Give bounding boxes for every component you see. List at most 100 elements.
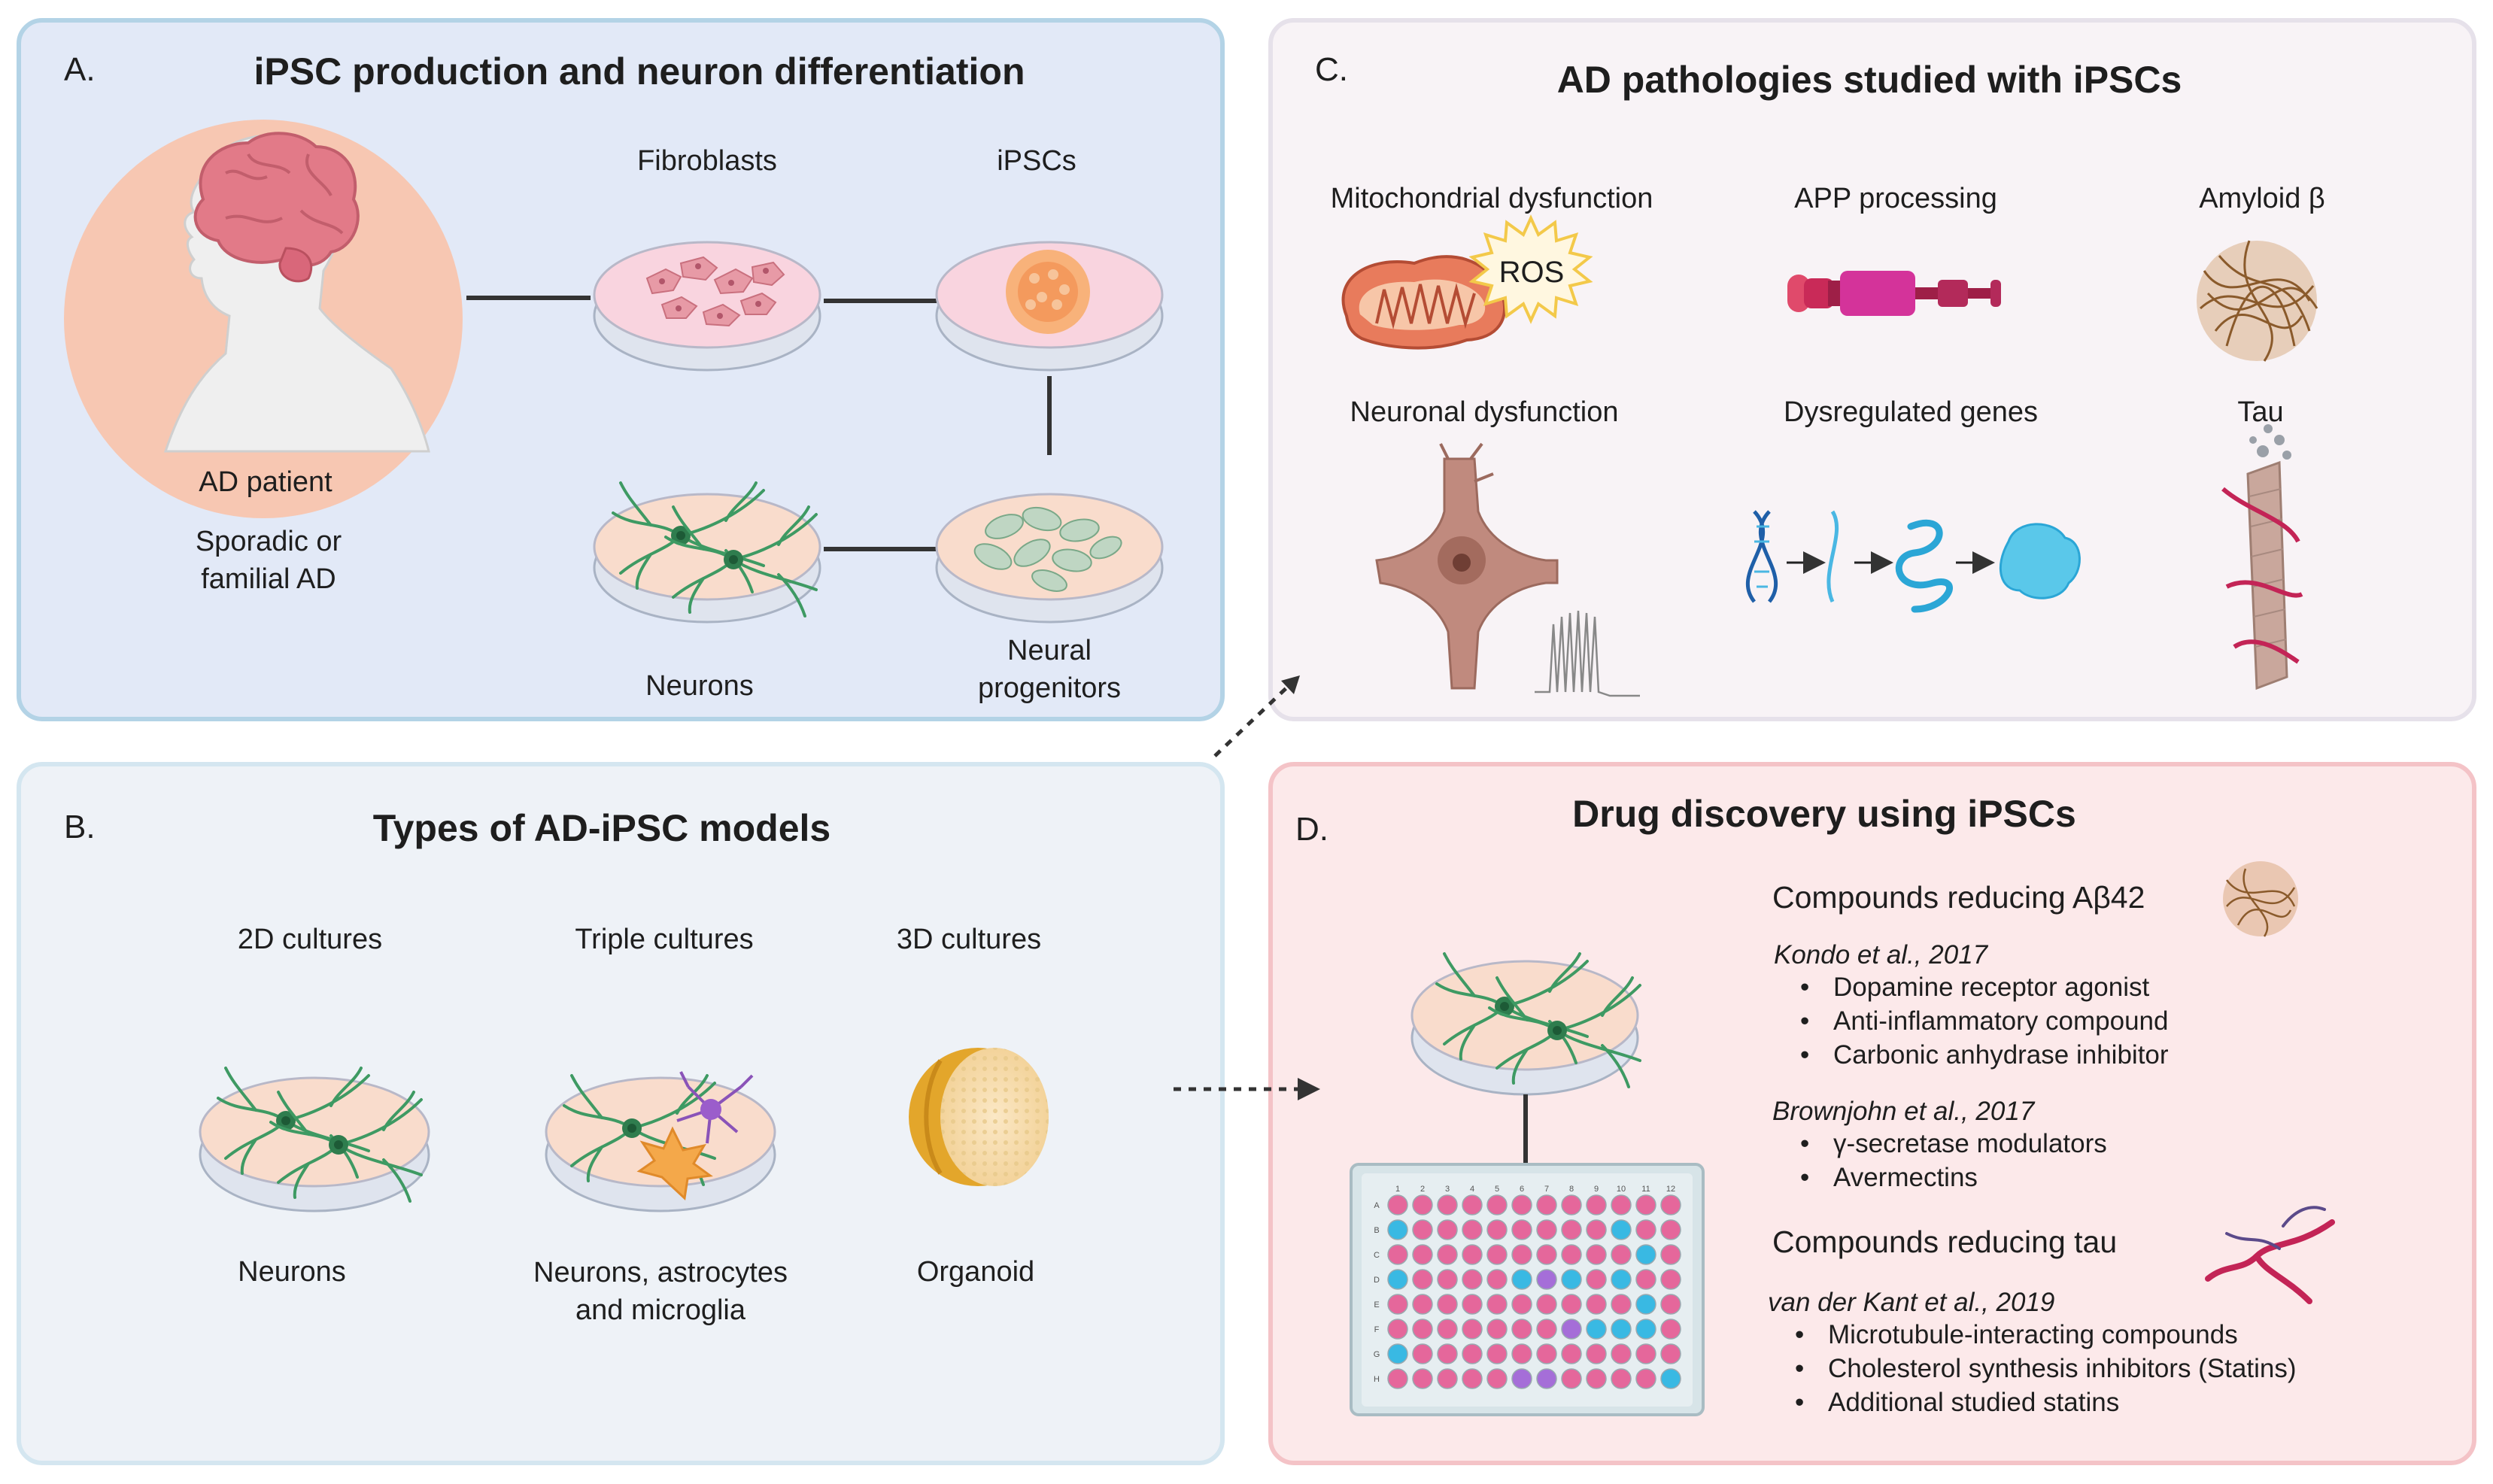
plate-well xyxy=(1635,1219,1656,1240)
panel-a-title: iPSC production and neuron differentiati… xyxy=(254,50,1025,93)
ros-burst-icon xyxy=(1468,214,1593,324)
culture-triple-line-2: and microglia xyxy=(575,1294,745,1326)
plate-well xyxy=(1536,1269,1557,1290)
plate-well xyxy=(1437,1319,1458,1340)
plate-well xyxy=(1486,1343,1508,1364)
plate-well xyxy=(1635,1294,1656,1315)
ref-brownjohn: Brownjohn et al., 2017 xyxy=(1772,1097,2035,1126)
plate-col-label: 10 xyxy=(1617,1185,1626,1194)
plate-well xyxy=(1412,1194,1433,1215)
plate-well xyxy=(1387,1194,1408,1215)
panel-d-title: Drug discovery using iPSCs xyxy=(1572,793,2076,835)
tau-microtubule-icon xyxy=(2221,424,2303,690)
plate-well xyxy=(1611,1219,1632,1240)
panel-a-letter: A. xyxy=(64,51,96,88)
bullet-kondo-3: Carbonic anhydrase inhibitor xyxy=(1800,1040,2169,1070)
plate-well xyxy=(1586,1194,1607,1215)
pathology-tau: Tau xyxy=(2237,396,2284,428)
plate-well xyxy=(1635,1368,1656,1389)
bullet-kant-1: Microtubule-interacting compounds xyxy=(1795,1320,2238,1350)
plate-col-label: 11 xyxy=(1641,1185,1650,1194)
plate-well xyxy=(1561,1194,1582,1215)
bullet-kondo-2: Anti-inflammatory compound xyxy=(1800,1006,2169,1036)
plate-col-label: 6 xyxy=(1520,1185,1524,1194)
plate-well xyxy=(1586,1343,1607,1364)
plate-well xyxy=(1462,1244,1483,1265)
plate-well xyxy=(1387,1368,1408,1389)
plate-well xyxy=(1437,1194,1458,1215)
plate-well xyxy=(1412,1343,1433,1364)
plate-well xyxy=(1536,1194,1557,1215)
pathology-app: APP processing xyxy=(1794,183,1997,214)
plate-well xyxy=(1561,1244,1582,1265)
pathology-neuronal: Neuronal dysfunction xyxy=(1350,396,1619,428)
plate-row-label: A xyxy=(1374,1201,1380,1210)
plate-well xyxy=(1511,1194,1532,1215)
plate-well xyxy=(1412,1294,1433,1315)
culture-triple-line-1: Neurons, astrocytes xyxy=(533,1257,788,1288)
neural-progenitors-line-1: Neural xyxy=(1007,635,1092,666)
plate-well xyxy=(1536,1294,1557,1315)
ipscs-label: iPSCs xyxy=(997,145,1076,177)
dish-drug-screen xyxy=(1410,954,1640,1096)
plate-well xyxy=(1462,1294,1483,1315)
plate-well xyxy=(1511,1294,1532,1315)
plate-well xyxy=(1660,1219,1681,1240)
dish-neural-progenitors xyxy=(935,493,1164,624)
plate-well xyxy=(1536,1368,1557,1389)
plate-well xyxy=(1486,1294,1508,1315)
plate-well xyxy=(1561,1219,1582,1240)
panel-a-connectors xyxy=(466,296,1052,551)
plate-col-label: 4 xyxy=(1470,1185,1474,1194)
plate-col-label: 7 xyxy=(1544,1185,1549,1194)
panel-b-letter: B. xyxy=(64,809,96,845)
plate-row-label: G xyxy=(1374,1350,1380,1359)
plate-well xyxy=(1561,1269,1582,1290)
patient-sub-label: Sporadic or familial AD xyxy=(196,523,342,598)
plate-well xyxy=(1660,1319,1681,1340)
plate-row-label: B xyxy=(1374,1226,1379,1235)
plate-well xyxy=(1412,1269,1433,1290)
plate-well xyxy=(1387,1343,1408,1364)
plate-well xyxy=(1635,1319,1656,1340)
plate-row-label: H xyxy=(1374,1375,1380,1384)
plate-well xyxy=(1412,1319,1433,1340)
plate-well xyxy=(1586,1269,1607,1290)
plate-well xyxy=(1511,1244,1532,1265)
ref-kondo: Kondo et al., 2017 xyxy=(1774,940,1988,970)
mitochondria-icon xyxy=(1341,255,1506,350)
culture-2d-header: 2D cultures xyxy=(237,924,383,955)
amyloid-beta-small-icon xyxy=(2223,861,2298,937)
plate-well xyxy=(1660,1368,1681,1389)
plate-row-label: C xyxy=(1374,1251,1380,1260)
plate-well xyxy=(1486,1269,1508,1290)
plate-well xyxy=(1387,1244,1408,1265)
plate-well xyxy=(1511,1319,1532,1340)
plate-well xyxy=(1611,1294,1632,1315)
neural-progenitors-line-2: progenitors xyxy=(977,672,1122,704)
plate-well xyxy=(1635,1194,1656,1215)
plate-well xyxy=(1486,1219,1508,1240)
plate-well xyxy=(1462,1319,1483,1340)
plate-well xyxy=(1561,1368,1582,1389)
plate-well xyxy=(1611,1244,1632,1265)
pathology-genes: Dysregulated genes xyxy=(1784,396,2038,428)
patient-label: AD patient xyxy=(199,466,333,498)
plate-well xyxy=(1486,1319,1508,1340)
plate-well xyxy=(1660,1194,1681,1215)
app-protein-icon xyxy=(1787,271,2001,316)
tau-small-icon xyxy=(2205,1206,2335,1304)
plate-well xyxy=(1586,1319,1607,1340)
plate-well xyxy=(1611,1319,1632,1340)
plate-col-label: 3 xyxy=(1445,1185,1450,1194)
arrow-b-to-c xyxy=(1213,675,1300,757)
plate-well xyxy=(1586,1294,1607,1315)
plate-well xyxy=(1511,1269,1532,1290)
panel-c-letter: C. xyxy=(1315,51,1348,88)
plate-row-label: D xyxy=(1374,1276,1380,1285)
plate-well xyxy=(1437,1343,1458,1364)
panel-b-title: Types of AD-iPSC models xyxy=(372,807,831,849)
neural-progenitors-label: Neural progenitors xyxy=(978,632,1121,707)
plate-well xyxy=(1660,1269,1681,1290)
plate-well xyxy=(1536,1219,1557,1240)
